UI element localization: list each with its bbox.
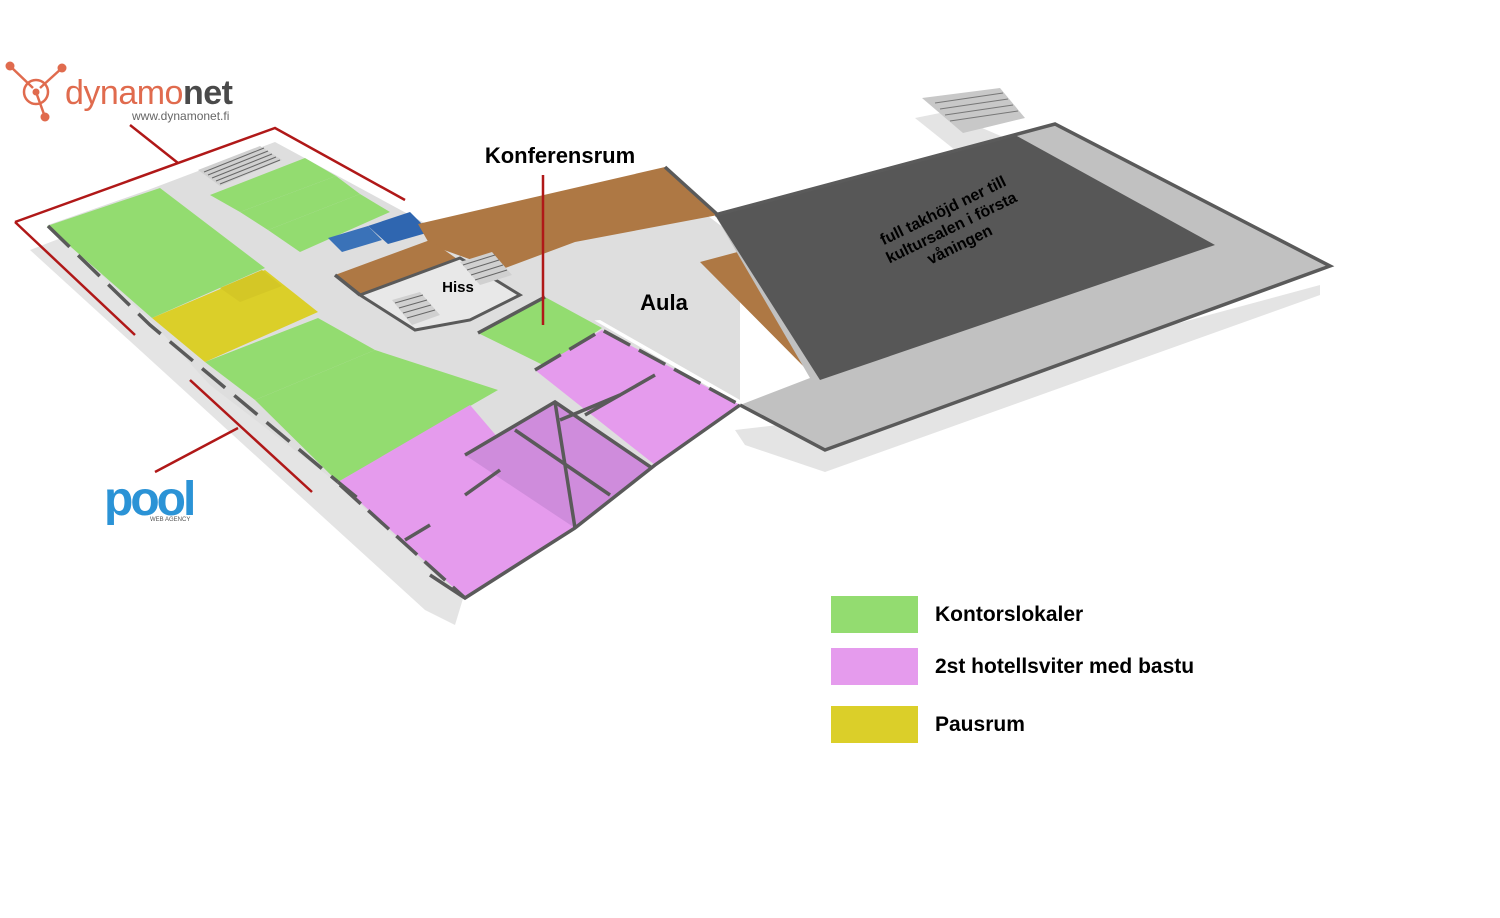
legend-item-hotel-suite: 2st hotellsviter med bastu <box>831 648 1194 685</box>
office-room-mid <box>205 318 375 400</box>
hotel-suite-south <box>338 405 575 598</box>
red-marker-lines <box>14 124 545 493</box>
dynamonet-name-part2: net <box>183 74 233 112</box>
legend-swatch-office <box>831 596 918 633</box>
walls <box>46 122 1335 601</box>
office-room-north-2 <box>240 176 360 230</box>
pool-name: pool <box>104 473 193 526</box>
break-room <box>152 270 318 362</box>
office-room-north-3 <box>268 194 390 252</box>
hotel-suite-north <box>535 330 740 465</box>
hall-open-space <box>715 135 1215 380</box>
east-wing <box>715 88 1330 450</box>
pool-logo: pool WEB AGENCY <box>104 473 196 526</box>
hotel-suites <box>338 330 740 598</box>
legend-swatch-hotel-suite <box>831 648 918 685</box>
stairwell-north <box>198 146 282 186</box>
pool-tagline: WEB AGENCY <box>150 517 190 523</box>
conference-label: Konferensrum <box>485 143 635 168</box>
legend-swatch-break-room <box>831 706 918 743</box>
storage-rooms <box>328 212 430 252</box>
legend-item-break-room: Pausrum <box>831 706 1025 743</box>
office-room-north-1 <box>210 158 336 212</box>
dynamonet-logo: dynamonet www.dynamonet.fi <box>5 61 233 123</box>
legend-item-office: Kontorslokaler <box>831 596 1083 633</box>
conference-room-west <box>335 240 470 295</box>
legend-label-hotel-suite: 2st hotellsviter med bastu <box>935 654 1195 678</box>
dynamonet-name-part1: dynamo <box>65 74 183 112</box>
svg-text:dynamonet: dynamonet <box>65 74 233 112</box>
aula-label: Aula <box>640 290 688 315</box>
legend-label-break-room: Pausrum <box>935 712 1025 736</box>
elevator-core <box>356 252 524 332</box>
elevator-label: Hiss <box>442 279 474 296</box>
conference-room-north <box>418 167 718 270</box>
office-room-conference-small <box>478 297 602 366</box>
office-rooms <box>47 158 602 482</box>
legend-label-office: Kontorslokaler <box>935 602 1084 626</box>
dynamonet-url: www.dynamonet.fi <box>131 109 229 123</box>
office-room-west <box>47 188 265 318</box>
office-room-south <box>255 350 498 482</box>
hotel-suite-bath <box>465 402 652 528</box>
